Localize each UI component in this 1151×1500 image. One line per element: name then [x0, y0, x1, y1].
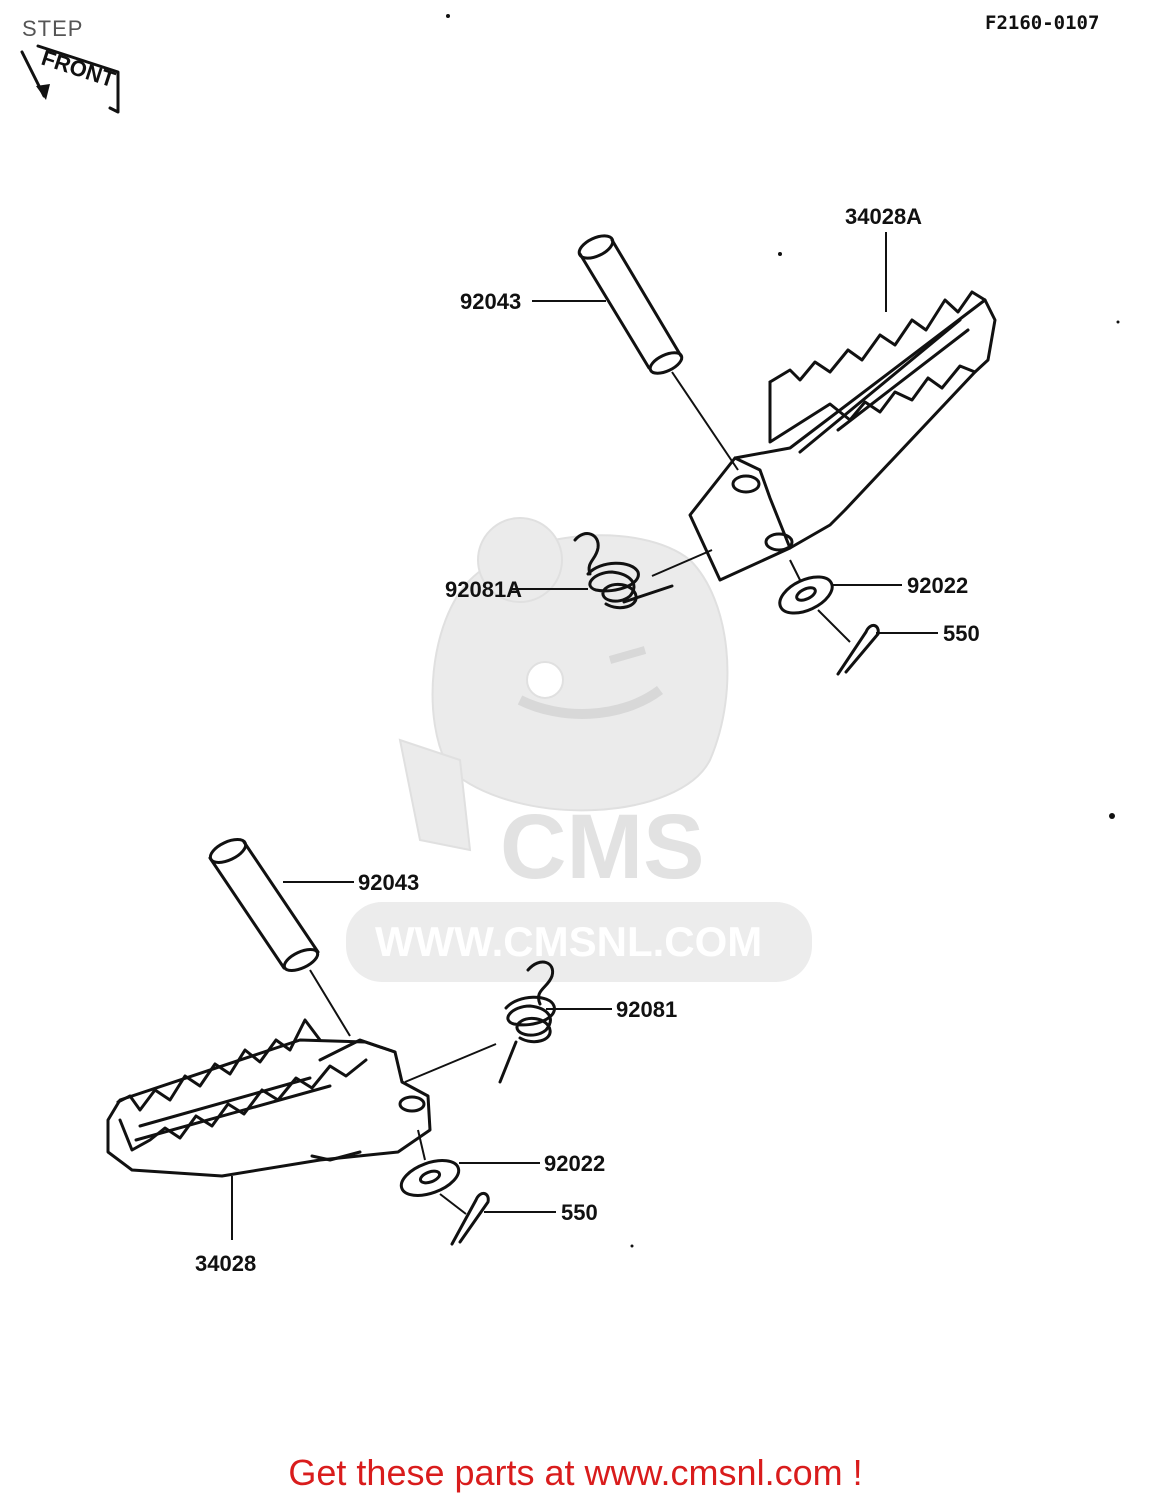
- label-upper-cotter-pin: 550: [943, 621, 980, 646]
- label-upper-spring: 92081A: [445, 577, 522, 602]
- lower-washer: [399, 1129, 461, 1197]
- label-lower-cotter-pin: 550: [561, 1200, 598, 1225]
- upper-pin: [577, 234, 739, 471]
- diagram-code: F2160-0107: [985, 12, 1100, 34]
- upper-assembly: 34028A 92043 92081A 92022 550: [445, 204, 997, 676]
- front-marker: FRONT: [20, 44, 120, 114]
- label-lower-spring: 92081: [616, 997, 677, 1022]
- label-lower-washer: 92022: [544, 1151, 605, 1176]
- lower-pin: [208, 838, 351, 1037]
- watermark-url-text: WWW.CMSNL.COM: [375, 918, 762, 965]
- watermark-mascot-icon: [398, 517, 729, 852]
- label-upper-pin: 92043: [460, 289, 521, 314]
- lower-footpeg: [106, 1018, 432, 1178]
- label-lower-pin: 92043: [358, 870, 419, 895]
- section-title: STEP: [22, 16, 84, 41]
- upper-spring: [573, 532, 713, 610]
- front-label: FRONT: [38, 45, 118, 92]
- watermark-url-band: [346, 902, 812, 982]
- label-upper-footpeg: 34028A: [845, 204, 922, 229]
- label-lower-footpeg: 34028: [195, 1251, 256, 1276]
- watermark-logo-text: CMS: [500, 796, 704, 898]
- footer-shop-link[interactable]: Get these parts at www.cmsnl.com !: [288, 1452, 863, 1493]
- arrow-head-icon: [36, 84, 50, 100]
- upper-footpeg: [688, 290, 997, 582]
- upper-washer: [778, 559, 834, 615]
- label-upper-washer: 92022: [907, 573, 968, 598]
- watermark: CMS WWW.CMSNL.COM: [346, 517, 812, 982]
- lower-assembly: 92043 92081 92022 550 34028: [106, 838, 677, 1276]
- scan-specks: [446, 14, 1120, 1248]
- lower-cotter-pin: [439, 1192, 490, 1246]
- upper-cotter-pin: [817, 609, 880, 676]
- front-tag-outline: [36, 44, 120, 114]
